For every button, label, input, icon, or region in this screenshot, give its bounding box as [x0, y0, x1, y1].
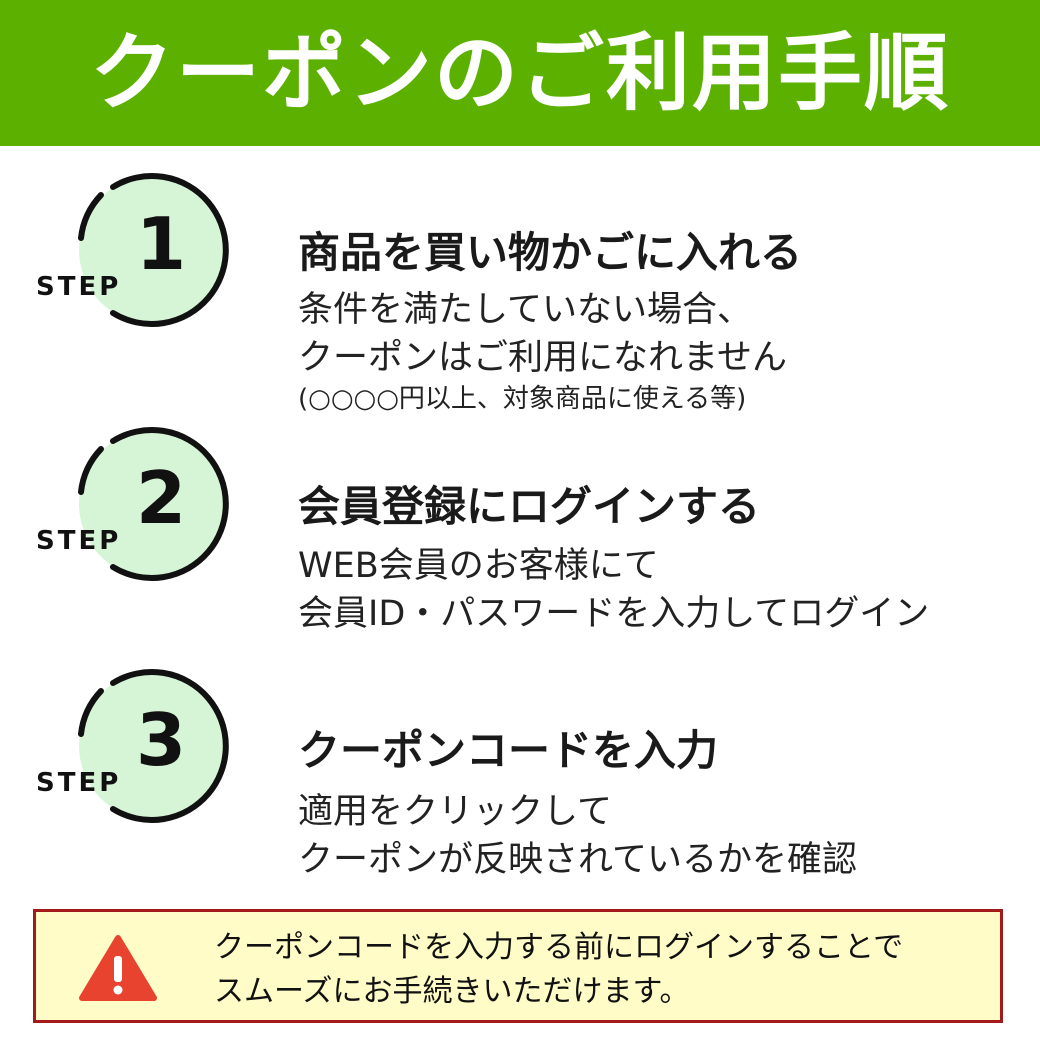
step-badge: 3 STEP — [30, 666, 240, 831]
warning-notice: クーポンコードを入力する前にログインすることで スムーズにお手続きいただけます。 — [33, 909, 1003, 1023]
step-circle-icon — [78, 669, 229, 823]
warning-line: スムーズにお手続きいただけます。 — [214, 974, 690, 1009]
step-title: 商品を買い物かごに入れる — [298, 228, 803, 277]
step-description: 条件を満たしていない場合、 クーポンはご利用になれません (○○○○円以上、対象… — [298, 286, 787, 416]
step-description-line: 会員ID・パスワードを入力してログイン — [298, 594, 930, 634]
step-note: (○○○○円以上、対象商品に使える等) — [298, 384, 747, 414]
step-2: 2 STEP 会員登録にログインする WEB会員のお客様にて 会員ID・パスワー… — [0, 424, 1040, 654]
step-circle-icon — [78, 427, 229, 581]
step-description-line: 条件を満たしていない場合、 — [298, 290, 752, 330]
step-label: STEP — [36, 768, 122, 798]
step-label: STEP — [36, 526, 122, 556]
warning-line: クーポンコードを入力する前にログインすることで — [214, 930, 904, 965]
step-1: 1 STEP 商品を買い物かごに入れる 条件を満たしていない場合、 クーポンはご… — [0, 170, 1040, 414]
step-3: 3 STEP クーポンコードを入力 適用をクリックして クーポンが反映されている… — [0, 666, 1040, 896]
step-description-line: 適用をクリックして — [298, 792, 612, 832]
step-title: クーポンコードを入力 — [298, 726, 719, 775]
step-badge: 1 STEP — [30, 170, 240, 335]
step-description-line: WEB会員のお客様にて — [298, 546, 659, 586]
header-banner: クーポンのご利用手順 — [0, 0, 1040, 146]
step-number: 2 — [135, 456, 187, 540]
step-badge: 2 STEP — [30, 424, 240, 589]
step-description: 適用をクリックして クーポンが反映されているかを確認 — [298, 788, 857, 884]
step-number: 1 — [135, 202, 187, 286]
step-number: 3 — [135, 698, 187, 782]
warning-triangle-icon — [79, 935, 157, 1001]
page-title: クーポンのご利用手順 — [89, 24, 950, 122]
step-description-line: クーポンはご利用になれません — [298, 338, 787, 378]
warning-text: クーポンコードを入力する前にログインすることで スムーズにお手続きいただけます。 — [214, 926, 903, 1014]
step-title: 会員登録にログインする — [298, 482, 761, 531]
step-description-line: クーポンが反映されているかを確認 — [298, 840, 857, 880]
step-label: STEP — [36, 272, 122, 302]
step-circle-icon — [78, 173, 229, 327]
step-description: WEB会員のお客様にて 会員ID・パスワードを入力してログイン — [298, 542, 929, 638]
